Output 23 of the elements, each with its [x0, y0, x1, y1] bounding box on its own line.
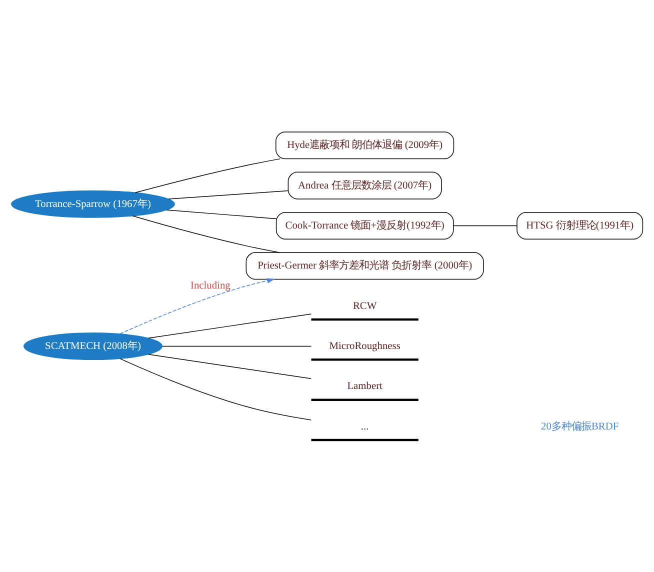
connector: [162, 346, 312, 347]
node-ellipse: Torrance-Sparrow (1967年): [11, 190, 175, 218]
node-box: HTSG 衍射理论(1991年): [516, 212, 644, 240]
connector: [132, 216, 280, 253]
edge-label: Including: [190, 280, 230, 292]
connector: [166, 210, 277, 220]
node-box: Andrea 任意层数涂层 (2007年): [288, 172, 442, 200]
connector: [134, 158, 281, 194]
node-box: Cook-Torrance 镜面+漫反射(1992年): [276, 212, 454, 240]
arrow: [120, 278, 275, 334]
label: 20多种偏振BRDF: [541, 421, 619, 432]
connector: [120, 358, 312, 420]
node-text: MicroRoughness: [329, 341, 400, 352]
connector: [453, 225, 518, 226]
node-text: Lambert: [347, 381, 382, 392]
connector: [168, 190, 288, 200]
node-box: Hyde遮蔽项和 朗伯体退偏 (2009年): [276, 132, 454, 160]
node-text: ...: [360, 421, 369, 432]
node-ellipse: SCATMECH (2008年): [24, 332, 162, 360]
connector: [148, 314, 312, 338]
connector: [148, 354, 312, 379]
node-text: RCW: [352, 300, 377, 312]
node-box: Priest-Germer 斜率方差和光谱 负折射率 (2000年): [246, 252, 484, 280]
